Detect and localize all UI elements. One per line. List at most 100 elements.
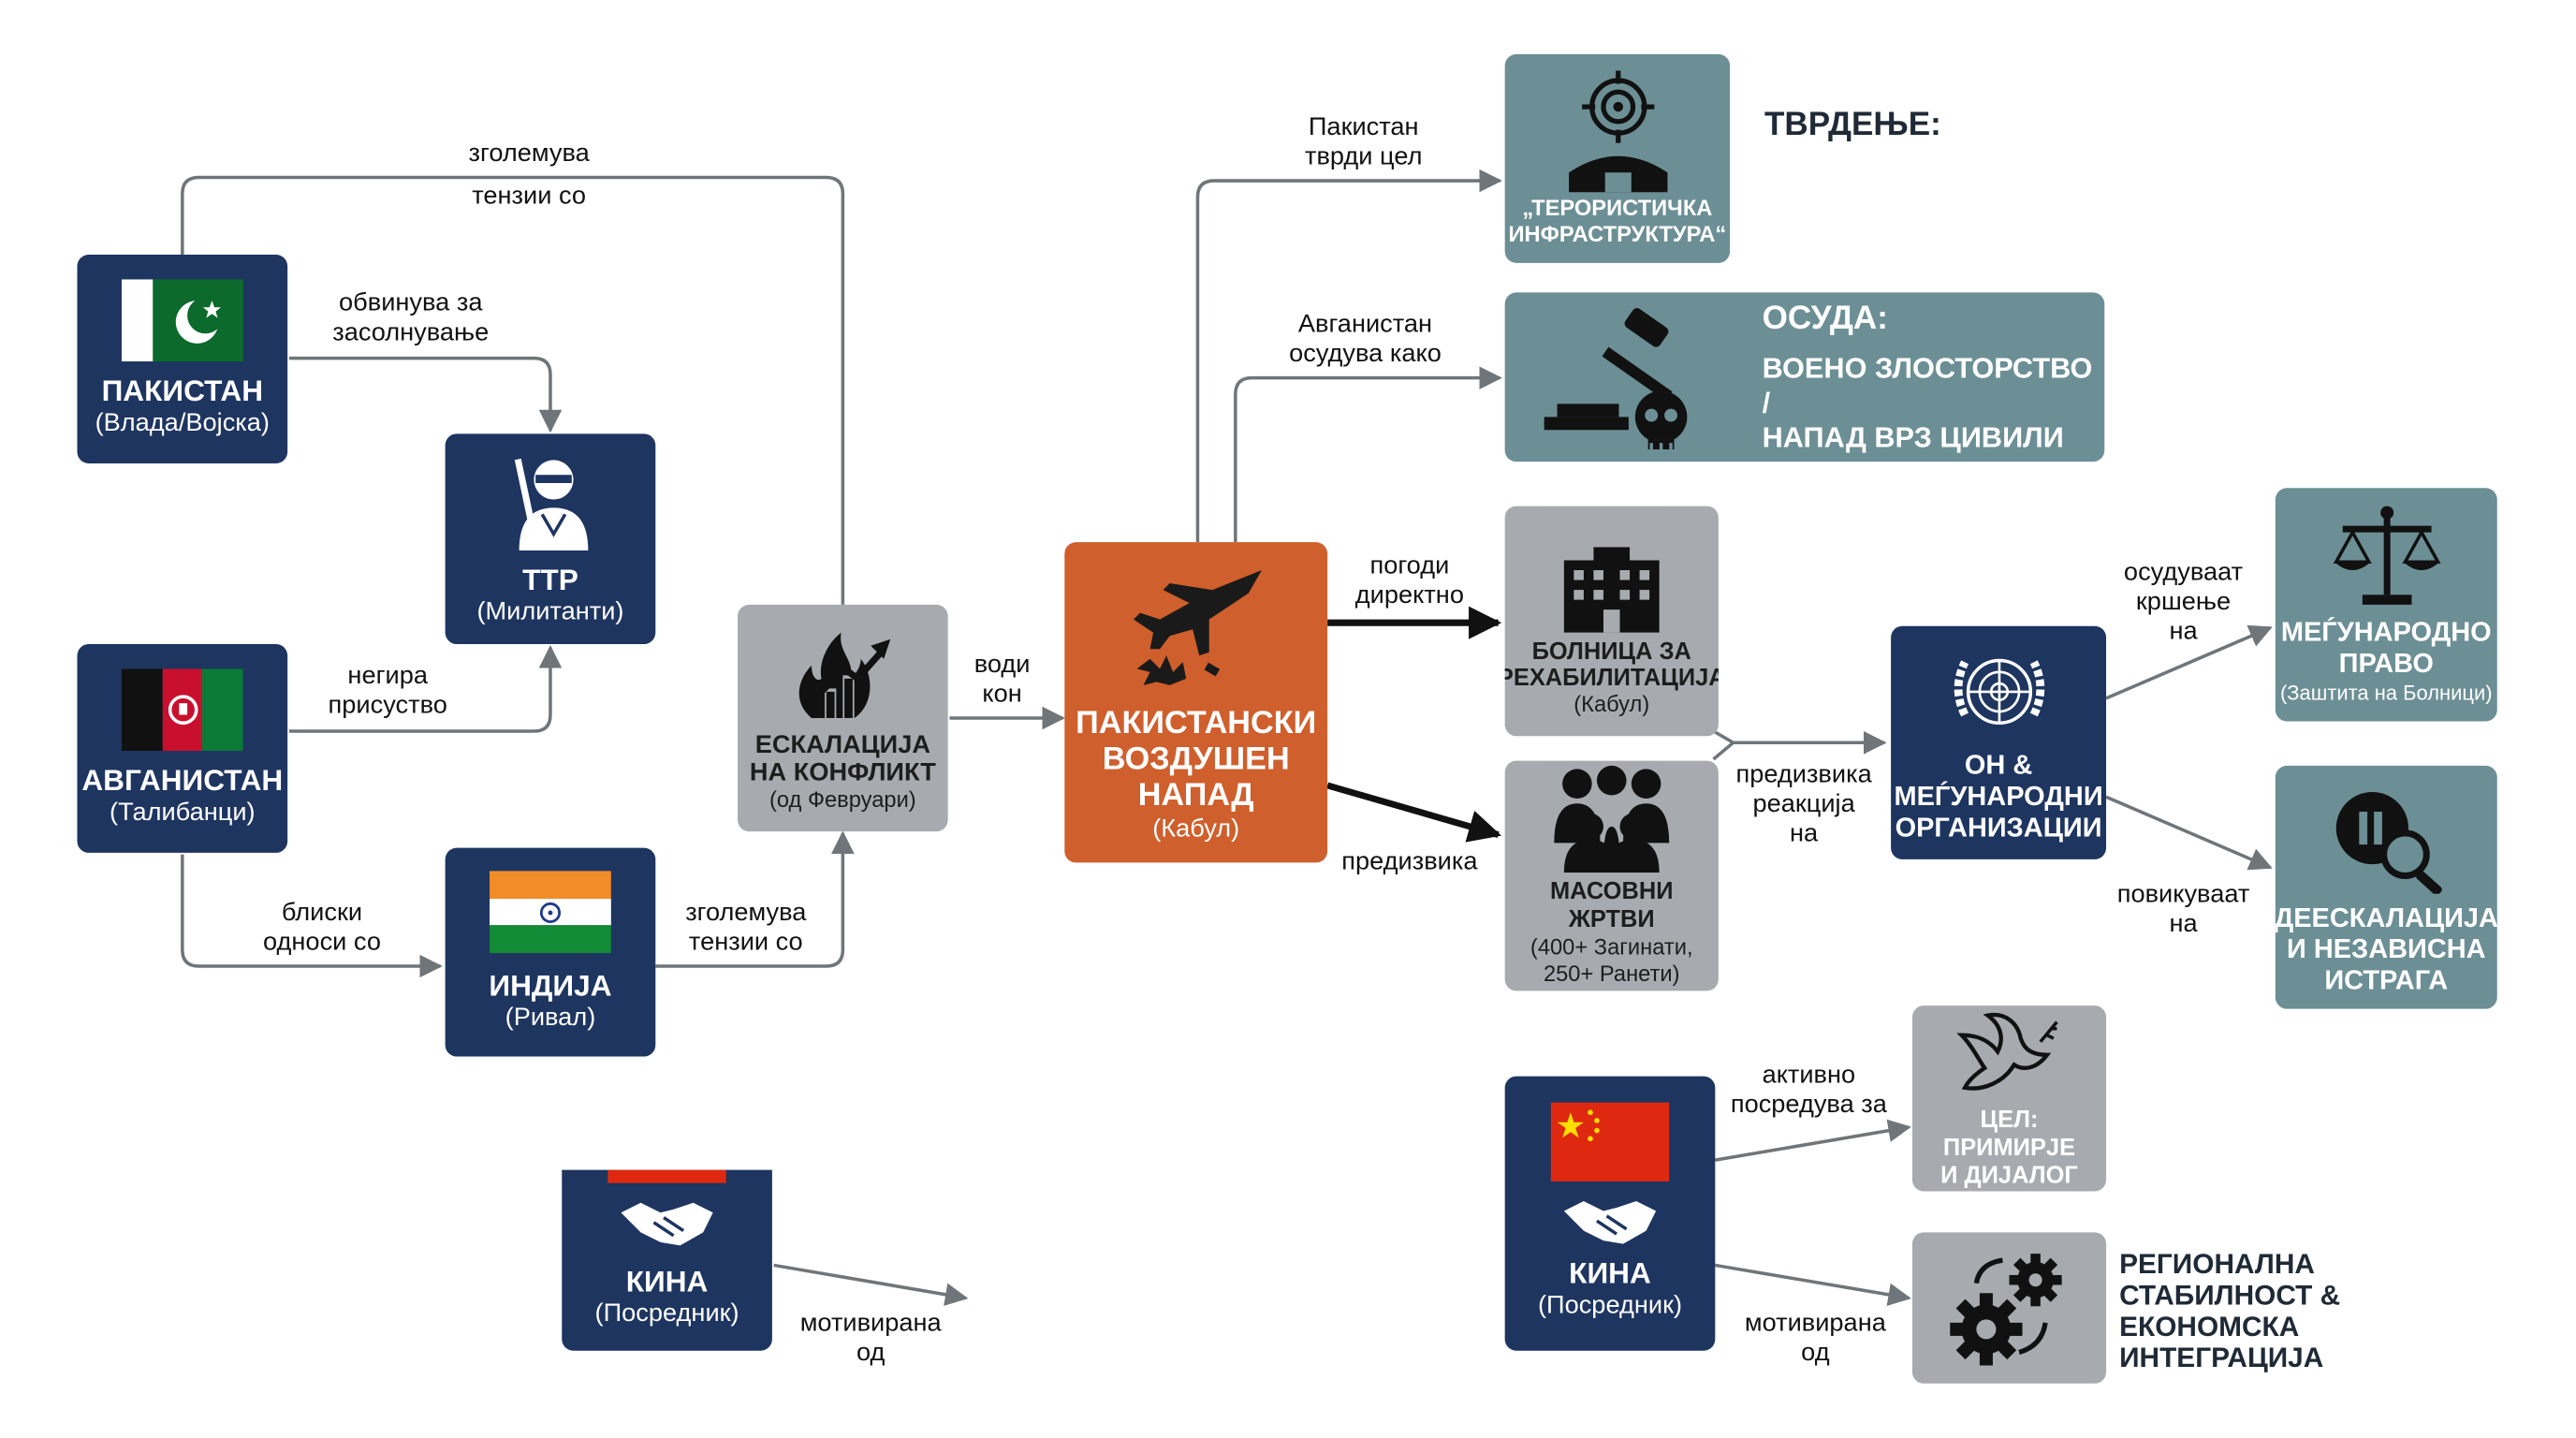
edge-afghanistan-ttp: [288, 645, 563, 733]
airstrike-subtitle: (Кабул): [1152, 814, 1240, 844]
edge-hospital-un: [1712, 729, 1887, 755]
escalation-subtitle: (од Февруари): [768, 786, 916, 813]
hospital-title-line1: БОЛНИЦА ЗА: [1531, 638, 1691, 666]
label-denies-presence: негира присуство: [289, 662, 487, 721]
stability-label: РЕГИОНАЛНА СТАБИЛНОСТ & ЕКОНОМСКА ИНТЕГР…: [2119, 1249, 2340, 1373]
intl-law-title-line1: МЕЃУНАРОДНО: [2280, 617, 2492, 648]
hospital-title-line2: РЕХАБИЛИТАЦИЈА: [1504, 665, 1719, 692]
intl-law-subtitle: (Заштита на Болници): [2279, 682, 2493, 705]
crowd-icon: [1554, 765, 1670, 873]
node-china-left[interactable]: КИНА (Посредник): [562, 1169, 772, 1351]
node-stability[interactable]: [1911, 1232, 2107, 1384]
china-right-title: КИНА: [1569, 1256, 1651, 1290]
edge-china-ceasefire: [1715, 1119, 1911, 1162]
scales-icon: [2332, 506, 2440, 605]
node-ttp[interactable]: ТТР (Милитанти): [445, 433, 656, 644]
airstrike-title-line2: ВОЗДУШЕН: [1102, 741, 1290, 778]
node-un[interactable]: ОН & МЕЃУНАРОДНИ ОРГАНИЗАЦИИ: [1891, 625, 2107, 859]
label-line: осудуваат: [2123, 558, 2244, 587]
edge-afghanistan-india: [181, 854, 443, 978]
node-casualties[interactable]: МАСОВНИ ЖРТВИ (400+ Загинати, 250+ Ранет…: [1504, 760, 1719, 991]
casualties-subtitle-line1: (400+ Загинати,: [1530, 934, 1693, 960]
node-airstrike[interactable]: ПАКИСТАНСКИ ВОЗДУШЕН НАПАД (Кабул): [1064, 542, 1328, 863]
label-mediates: активно посредува за: [1714, 1062, 1905, 1121]
node-hospital[interactable]: БОЛНИЦА ЗА РЕХАБИЛИТАЦИЈА (Кабул): [1504, 506, 1719, 737]
label-line: активно: [1762, 1061, 1856, 1090]
node-escalation[interactable]: ЕСКАЛАЦИЈА НА КОНФЛИКТ (од Февруари): [738, 604, 948, 832]
label-line: присуство: [328, 691, 447, 720]
china-left-flag-strip: [607, 1169, 726, 1183]
edge-un-law: [2105, 624, 2273, 700]
label-line: тензии со: [472, 182, 587, 211]
label-line: односи со: [263, 928, 381, 957]
node-terror-infrastructure[interactable]: „ТЕРОРИСТИЧКА ИНФРАСТРУКТУРА“: [1504, 53, 1731, 263]
stability-line1: РЕГИОНАЛНА: [2119, 1248, 2315, 1281]
label-line: тензии со: [688, 928, 803, 957]
label-increases-tension-india: зголемува тензии со: [648, 899, 845, 958]
edge-china-left-motivated: [773, 1263, 969, 1306]
pakistan-subtitle: (Влада/Војска): [95, 409, 271, 437]
edge-pakistan-ttp: [288, 356, 563, 433]
ceasefire-line2: И ДИЈАЛОГ: [1940, 1163, 2078, 1190]
china-left-subtitle: (Посредник): [594, 1299, 739, 1328]
label-close-ties: блиски односи со: [224, 899, 421, 958]
label-condemn-violation: осудуваат кршење на: [2101, 559, 2266, 648]
label-line: реакција: [1752, 790, 1855, 819]
stability-line3: ЕКОНОМСКА: [2119, 1311, 2300, 1343]
label-line: осудува како: [1289, 340, 1442, 369]
label-call-for: повикуваат на: [2101, 881, 2266, 940]
label-pakistan-claims: Пакистан тврди цел: [1265, 113, 1462, 172]
label-line: на: [2169, 617, 2198, 646]
un-title-line3: ОРГАНИЗАЦИИ: [1895, 812, 2102, 843]
label-line: кон: [982, 680, 1022, 709]
node-condemnation[interactable]: ОСУДА: ВОЕНО ЗЛОСТОРСТВО / НАПАД ВРЗ ЦИВ…: [1504, 292, 2105, 462]
condemnation-line1: ВОЕНО ЗЛОСТОРСТВО /: [1762, 351, 2093, 419]
node-india[interactable]: ИНДИЈА (Ривал): [445, 847, 656, 1057]
label-line: предизвика: [1735, 760, 1872, 789]
label-hit-directly: погоди директно: [1327, 552, 1492, 611]
label-reaction: предизвика реакција на: [1721, 761, 1886, 850]
fighter-jet-icon: [1134, 570, 1262, 685]
label-line: мотивирана: [1744, 1309, 1886, 1338]
node-deescalation[interactable]: ДЕЕСКАЛАЦИЈА И НЕЗАВИСНА ИСТРАГА: [2275, 765, 2497, 1009]
deesc-title-line2: И НЕЗАВИСНА: [2286, 933, 2486, 964]
target-bunker-icon: [1568, 69, 1667, 192]
edge-airstrike-casualties: [1326, 782, 1502, 843]
label-line: зголемува: [685, 899, 807, 927]
node-international-law[interactable]: МЕЃУНАРОДНО ПРАВО (Заштита на Болници): [2275, 488, 2497, 722]
ttp-subtitle: (Милитанти): [476, 596, 624, 625]
label-line: посредува за: [1730, 1091, 1887, 1120]
edge-airstrike-condemn: [1234, 366, 1502, 543]
label-line: на: [2169, 910, 2198, 939]
ttp-title: ТТР: [522, 563, 578, 596]
edge-china-stability: [1715, 1263, 1911, 1306]
label-line: мотивирана: [799, 1309, 942, 1338]
hospital-subtitle: (Кабул): [1573, 691, 1650, 717]
edge-casualties-un: [1712, 741, 1734, 761]
intl-law-title-line2: ПРАВО: [2338, 649, 2434, 679]
node-afghanistan[interactable]: АВГАНИСТАН (Талибанци): [77, 644, 288, 853]
node-ceasefire[interactable]: ЦЕЛ: ПРИМИРЈЕ И ДИЈАЛОГ: [1911, 1005, 2107, 1192]
china-flag-icon: [1550, 1102, 1670, 1181]
label-accuses-harboring: обвинува за засолнување: [312, 289, 509, 348]
node-china-right[interactable]: КИНА (Посредник): [1504, 1076, 1716, 1351]
militant-icon: [514, 457, 589, 550]
afghanistan-flag-icon: [121, 668, 243, 752]
india-subtitle: (Ривал): [505, 1004, 596, 1033]
terror-infra-line1: „ТЕРОРИСТИЧКА: [1522, 194, 1713, 220]
ceasefire-line1: ЦЕЛ: ПРИМИРЈЕ: [1942, 1107, 2076, 1162]
label-line: Пакистан: [1308, 113, 1419, 141]
un-emblem-icon: [1953, 657, 2044, 725]
fire-chart-icon: [798, 632, 891, 718]
node-pakistan[interactable]: ПАКИСТАН (Влада/Војска): [77, 255, 288, 463]
deesc-title-line1: ДЕЕСКАЛАЦИЈА: [2275, 902, 2497, 933]
label-line: кршење: [2135, 588, 2232, 617]
label-line: на: [1790, 819, 1819, 848]
handshake-icon: [1563, 1200, 1657, 1244]
escalation-title-line2: НА КОНФЛИКТ: [749, 758, 936, 787]
label-afghan-condemns: Авганистан осудува како: [1265, 311, 1465, 370]
deesc-title-line3: ИСТРАГА: [2324, 965, 2449, 995]
airstrike-title-line1: ПАКИСТАНСКИ: [1076, 704, 1317, 741]
un-title-line1: ОН &: [1964, 750, 2033, 780]
label-line: директно: [1354, 581, 1464, 610]
